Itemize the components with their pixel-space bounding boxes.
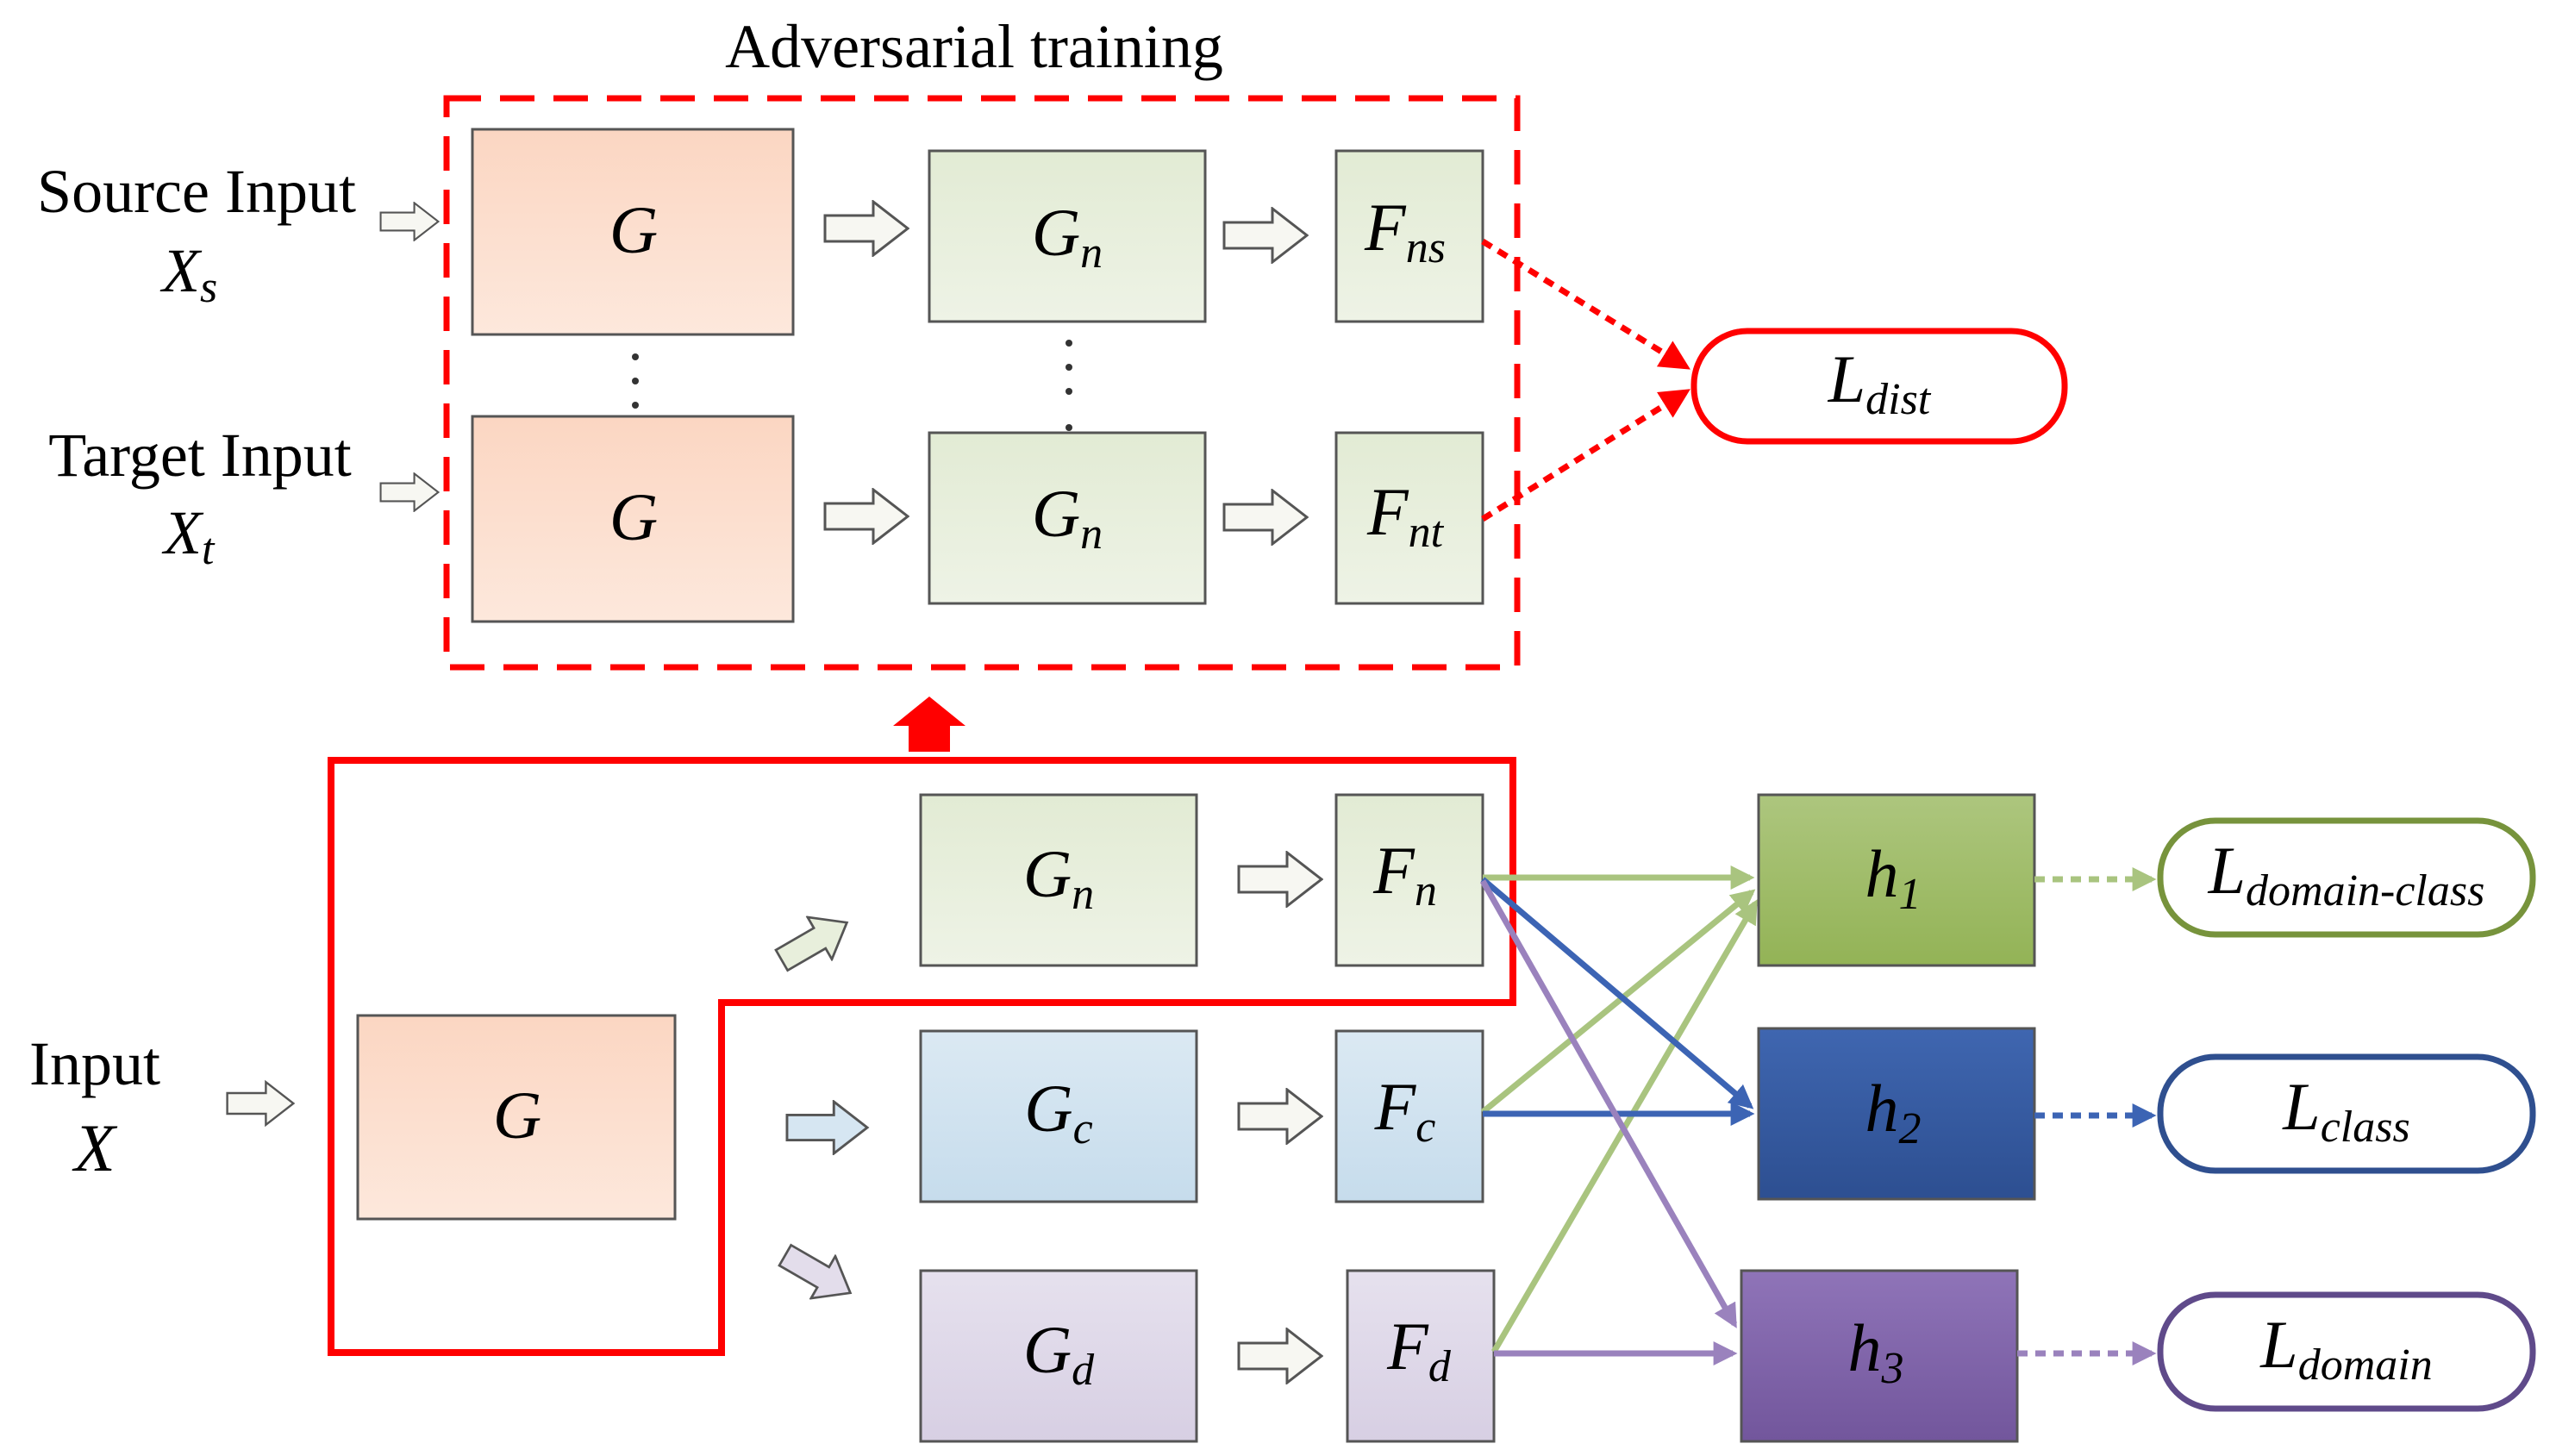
fc-label: Fc	[1374, 1069, 1436, 1152]
adversarial-title: Adversarial training	[725, 12, 1223, 81]
adv-g-box-top	[471, 128, 795, 336]
adv-g-to-gn-arrow-top	[823, 200, 909, 257]
gc-to-fc-arrow	[1237, 1088, 1323, 1145]
gc-label: Gc	[1024, 1071, 1092, 1153]
adv-g-to-gn-arrow-bottom	[823, 488, 909, 545]
target-input-symbol: Xt	[161, 498, 216, 574]
h2-box	[1757, 1027, 2036, 1201]
fnt-to-ldist-arrow	[1481, 389, 1690, 522]
ldist-box	[1690, 328, 2068, 445]
fn-to-h3-line	[1479, 879, 1738, 1328]
adv-g-label-top: G	[609, 192, 658, 267]
adversarial-frame	[443, 95, 1521, 671]
input-arrow	[226, 1080, 295, 1127]
adv-gn-label-bottom: Gn	[1032, 476, 1103, 559]
h3-label: h3	[1848, 1310, 1904, 1393]
gd-to-fd-arrow	[1237, 1328, 1323, 1384]
fc-to-h1-line	[1480, 889, 1756, 1115]
h3-box	[1740, 1269, 2019, 1443]
adv-g-ellipsis	[632, 353, 639, 409]
adv-gn-to-f-arrow-bottom	[1222, 489, 1309, 546]
fns-to-ldist-arrow	[1481, 239, 1690, 370]
fc-box	[1334, 1029, 1484, 1203]
fn-label: Fn	[1372, 833, 1437, 915]
ldist-label: Ldist	[1828, 341, 1932, 424]
gn-to-fn-arrow	[1237, 851, 1323, 908]
lclass-box	[2157, 1053, 2536, 1174]
input-label: Input	[29, 1029, 160, 1098]
ldomain-label: Ldomain	[2259, 1307, 2432, 1390]
adv-g-box-bottom	[471, 415, 795, 623]
target-input-arrow	[379, 472, 440, 512]
h2-label: h2	[1865, 1071, 1922, 1153]
fn-box	[1334, 793, 1484, 967]
adv-gn-box-top	[928, 149, 1207, 323]
fnt-label: Fnt	[1366, 474, 1445, 557]
source-input-arrow	[379, 202, 440, 241]
source-input-symbol: Xs	[159, 236, 217, 312]
adv-gn-label-top: Gn	[1032, 195, 1103, 278]
gn-box	[919, 793, 1198, 967]
g-to-gd-arrow	[773, 1234, 863, 1314]
gd-label: Gd	[1023, 1312, 1095, 1395]
gc-box	[919, 1029, 1198, 1203]
ldomain-box	[2157, 1291, 2536, 1412]
fns-box	[1334, 149, 1484, 323]
adv-g-label-bottom: G	[609, 479, 658, 554]
adv-gn-box-bottom	[928, 431, 1207, 605]
adv-gn-to-f-arrow-top	[1222, 207, 1309, 264]
adv-gn-ellipsis	[1066, 340, 1072, 431]
ldomain-class-label: Ldomain-class	[2208, 833, 2485, 915]
shared-region-outline	[328, 757, 1516, 1356]
fd-label: Fd	[1386, 1309, 1452, 1391]
h1-box	[1757, 793, 2036, 967]
gd-box	[919, 1269, 1198, 1443]
fn-to-h2-line	[1480, 877, 1754, 1109]
g-to-gc-arrow	[787, 1102, 867, 1153]
ldomain-class-box	[2157, 817, 2536, 938]
g-to-gn-arrow	[770, 902, 859, 981]
shared-g-label: G	[493, 1078, 541, 1153]
lclass-label: Lclass	[2282, 1069, 2409, 1152]
red-up-arrow	[893, 697, 966, 752]
h1-label: h1	[1865, 836, 1922, 919]
input-symbol: X	[72, 1110, 118, 1185]
shared-g-box	[356, 1014, 677, 1221]
gn-label: Gn	[1023, 836, 1094, 919]
fd-box	[1346, 1269, 1496, 1443]
fnt-box	[1334, 431, 1484, 605]
target-input-label: Target Input	[48, 421, 352, 490]
fns-label: Fns	[1364, 190, 1446, 272]
source-input-label: Source Input	[37, 157, 356, 226]
